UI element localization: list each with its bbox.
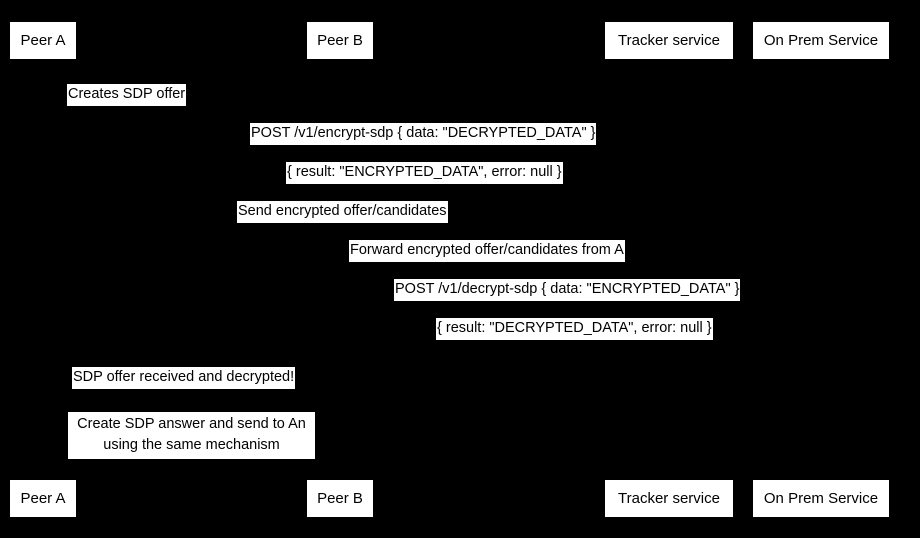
lifeline-peer-b bbox=[340, 59, 341, 477]
message-label-post-decrypt-sdp: POST /v1/decrypt-sdp { data: "ENCRYPTED_… bbox=[394, 279, 741, 301]
message-arrowhead-m4 bbox=[662, 218, 669, 226]
message-label-decrypted-data-result: { result: "DECRYPTED_DATA", error: null … bbox=[436, 318, 713, 340]
participant-footer-peer-a[interactable]: Peer A bbox=[10, 480, 76, 517]
message-arrowhead-m7 bbox=[340, 335, 347, 343]
message-label-forward-encrypted-offer: Forward encrypted offer/candidates from … bbox=[349, 240, 625, 262]
message-label-sdp-offer-received: SDP offer received and decrypted! bbox=[72, 367, 296, 389]
lifeline-on-prem-service bbox=[821, 59, 822, 477]
message-text: { result: "ENCRYPTED_DATA", error: null … bbox=[287, 164, 562, 180]
lifeline-tracker-service bbox=[669, 59, 670, 477]
message-arrow-m9 bbox=[340, 448, 400, 449]
participant-header-peer-a[interactable]: Peer A bbox=[10, 22, 76, 59]
message-text: POST /v1/decrypt-sdp { data: "ENCRYPTED_… bbox=[395, 281, 740, 297]
message-arrow-m8 bbox=[340, 388, 400, 389]
participant-header-tracker-service[interactable]: Tracker service bbox=[605, 22, 733, 59]
participant-label: Tracker service bbox=[618, 32, 720, 49]
participant-label: On Prem Service bbox=[763, 490, 879, 507]
message-text: POST /v1/encrypt-sdp { data: "DECRYPTED_… bbox=[251, 125, 596, 141]
participant-label: Peer B bbox=[317, 490, 363, 507]
participant-label: Tracker service bbox=[618, 490, 720, 507]
participant-header-peer-b[interactable]: Peer B bbox=[307, 22, 373, 59]
participant-footer-tracker-service[interactable]: Tracker service bbox=[605, 480, 733, 517]
message-text: Creates SDP offer bbox=[68, 86, 186, 102]
participant-label: Peer B bbox=[317, 32, 363, 49]
message-arrowhead-m5 bbox=[340, 257, 347, 265]
message-text: { result: "DECRYPTED_DATA", error: null … bbox=[437, 320, 712, 336]
message-label-send-encrypted-offer: Send encrypted offer/candidates bbox=[237, 201, 448, 223]
participant-label: Peer A bbox=[20, 490, 66, 507]
message-text: Send encrypted offer/candidates bbox=[238, 203, 447, 219]
participant-footer-peer-b[interactable]: Peer B bbox=[307, 480, 373, 517]
participant-footer-on-prem-service[interactable]: On Prem Service bbox=[753, 480, 889, 517]
message-text: Forward encrypted offer/candidates from … bbox=[350, 242, 624, 258]
message-text-line-1: Create SDP answer and send to An bbox=[77, 416, 306, 432]
participant-label: Peer A bbox=[20, 32, 66, 49]
participant-header-on-prem-service[interactable]: On Prem Service bbox=[753, 22, 889, 59]
lifeline-peer-a bbox=[43, 59, 44, 477]
message-arrowhead-m2 bbox=[814, 140, 821, 148]
message-arrowhead-m6 bbox=[814, 296, 821, 304]
message-label-create-sdp-answer: Create SDP answer and send to An using t… bbox=[68, 412, 315, 459]
message-label-creates-sdp-offer: Creates SDP offer bbox=[67, 84, 187, 106]
message-text: SDP offer received and decrypted! bbox=[73, 369, 295, 385]
participant-label: On Prem Service bbox=[763, 32, 879, 49]
message-arrowhead-m3 bbox=[43, 179, 50, 187]
message-label-encrypted-data-result: { result: "ENCRYPTED_DATA", error: null … bbox=[286, 162, 563, 184]
message-label-post-encrypt-sdp: POST /v1/encrypt-sdp { data: "DECRYPTED_… bbox=[250, 123, 597, 145]
message-text-line-2: using the same mechanism bbox=[103, 437, 280, 453]
